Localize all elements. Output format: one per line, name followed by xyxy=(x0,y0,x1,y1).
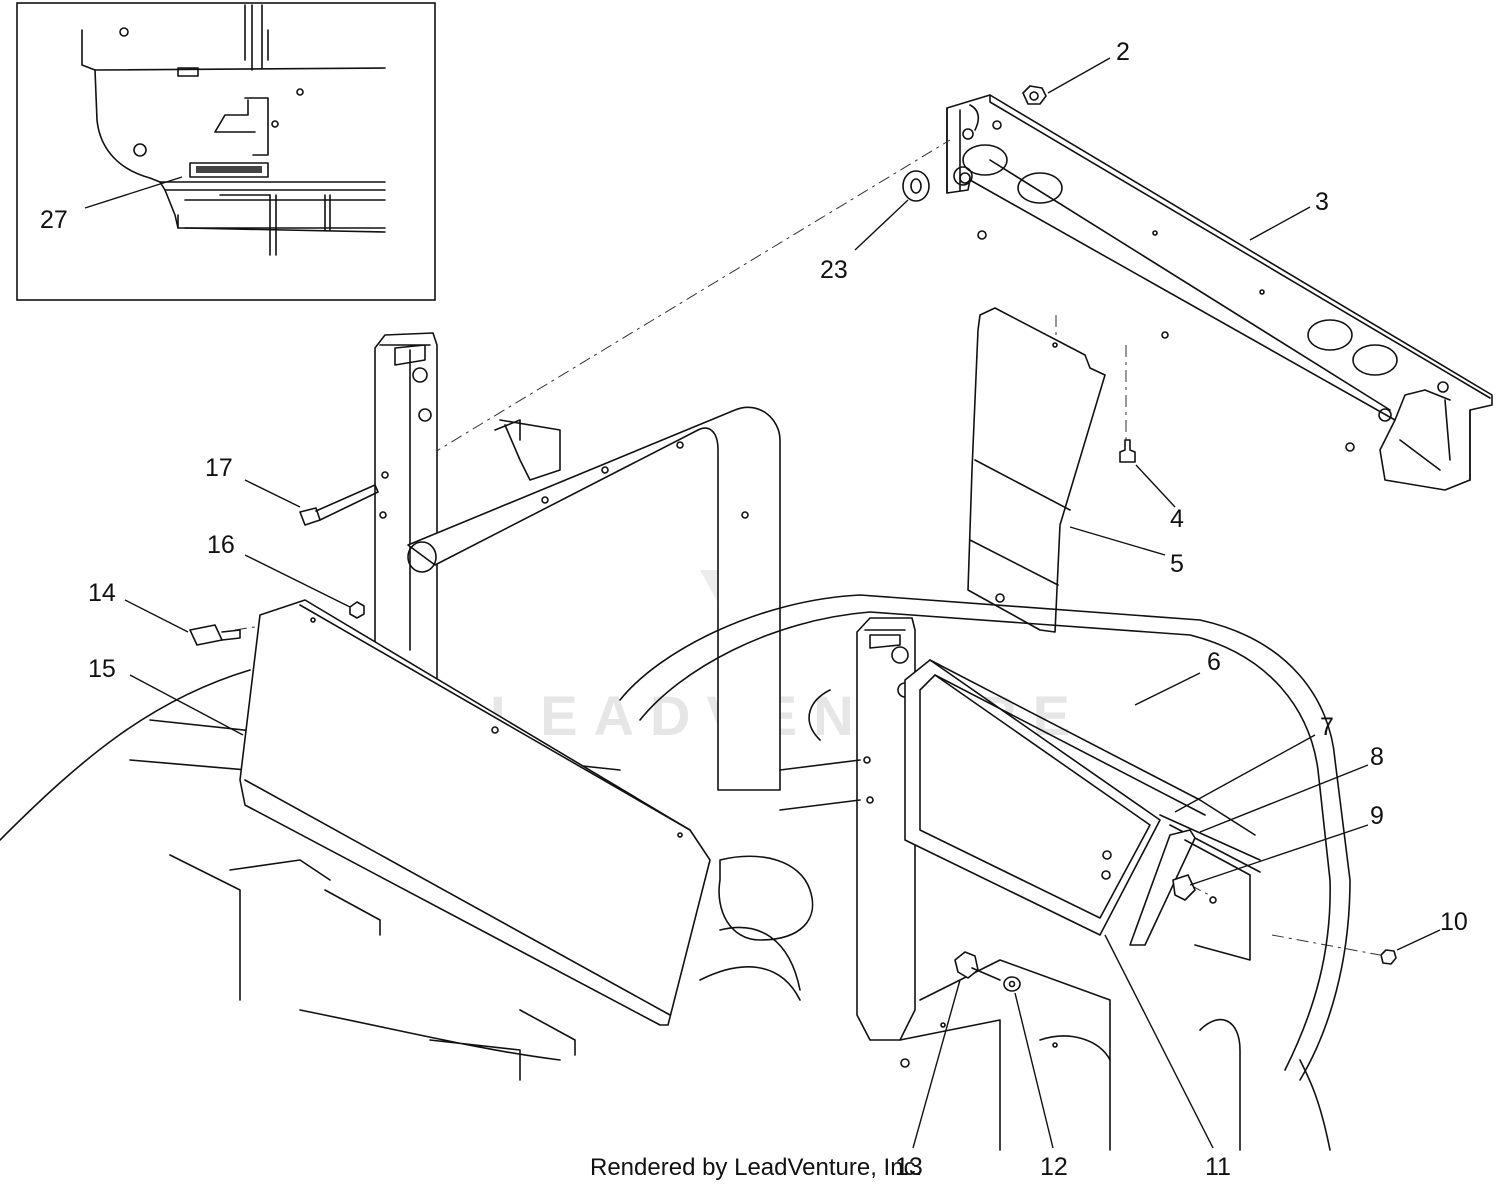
callout-8: 8 xyxy=(1370,743,1384,771)
part-rops-hoop xyxy=(407,406,781,791)
part-3-rear-cross-bar xyxy=(946,94,1493,491)
callout-11: 11 xyxy=(1205,1153,1231,1181)
render-credit: Rendered by LeadVenture, Inc. xyxy=(590,1154,922,1181)
callout-10: 10 xyxy=(1440,908,1468,936)
part-10-nut xyxy=(1380,949,1397,965)
part-13-knob xyxy=(954,951,1001,981)
callout-3: 3 xyxy=(1315,188,1329,216)
part-12-washer xyxy=(1003,976,1021,992)
callout-7: 7 xyxy=(1320,713,1334,741)
part-8-plate xyxy=(1129,829,1251,961)
part-14-key xyxy=(189,624,241,646)
callout-15: 15 xyxy=(88,655,116,683)
part-4-bolt xyxy=(1119,439,1136,463)
part-rops-right-post xyxy=(856,617,916,1041)
part-2-nut xyxy=(1022,85,1047,105)
inset-detail: 27 xyxy=(16,2,436,301)
leader-lines xyxy=(124,57,1441,1149)
callout-23: 23 xyxy=(820,256,848,284)
callout-2: 2 xyxy=(1116,38,1130,66)
part-17-bolt xyxy=(299,484,379,526)
callout-13: 13 xyxy=(895,1153,923,1181)
callout-4: 4 xyxy=(1170,505,1184,533)
part-11-muffler-guard xyxy=(904,659,1256,936)
callout-5: 5 xyxy=(1170,550,1184,578)
callout-6: 6 xyxy=(1207,648,1221,676)
part-16-nut xyxy=(349,601,365,619)
callout-14: 14 xyxy=(88,579,116,607)
callout-9: 9 xyxy=(1370,802,1384,830)
part-5-heat-shield xyxy=(967,307,1106,633)
part-9-clip xyxy=(1172,874,1217,904)
part-rops-left-post xyxy=(374,332,438,691)
callout-27: 27 xyxy=(40,206,68,234)
callout-12: 12 xyxy=(1040,1153,1068,1181)
callout-16: 16 xyxy=(207,531,235,559)
part-23-washer xyxy=(902,170,930,202)
part-15-front-cover xyxy=(239,599,711,1056)
callout-17: 17 xyxy=(205,454,233,482)
